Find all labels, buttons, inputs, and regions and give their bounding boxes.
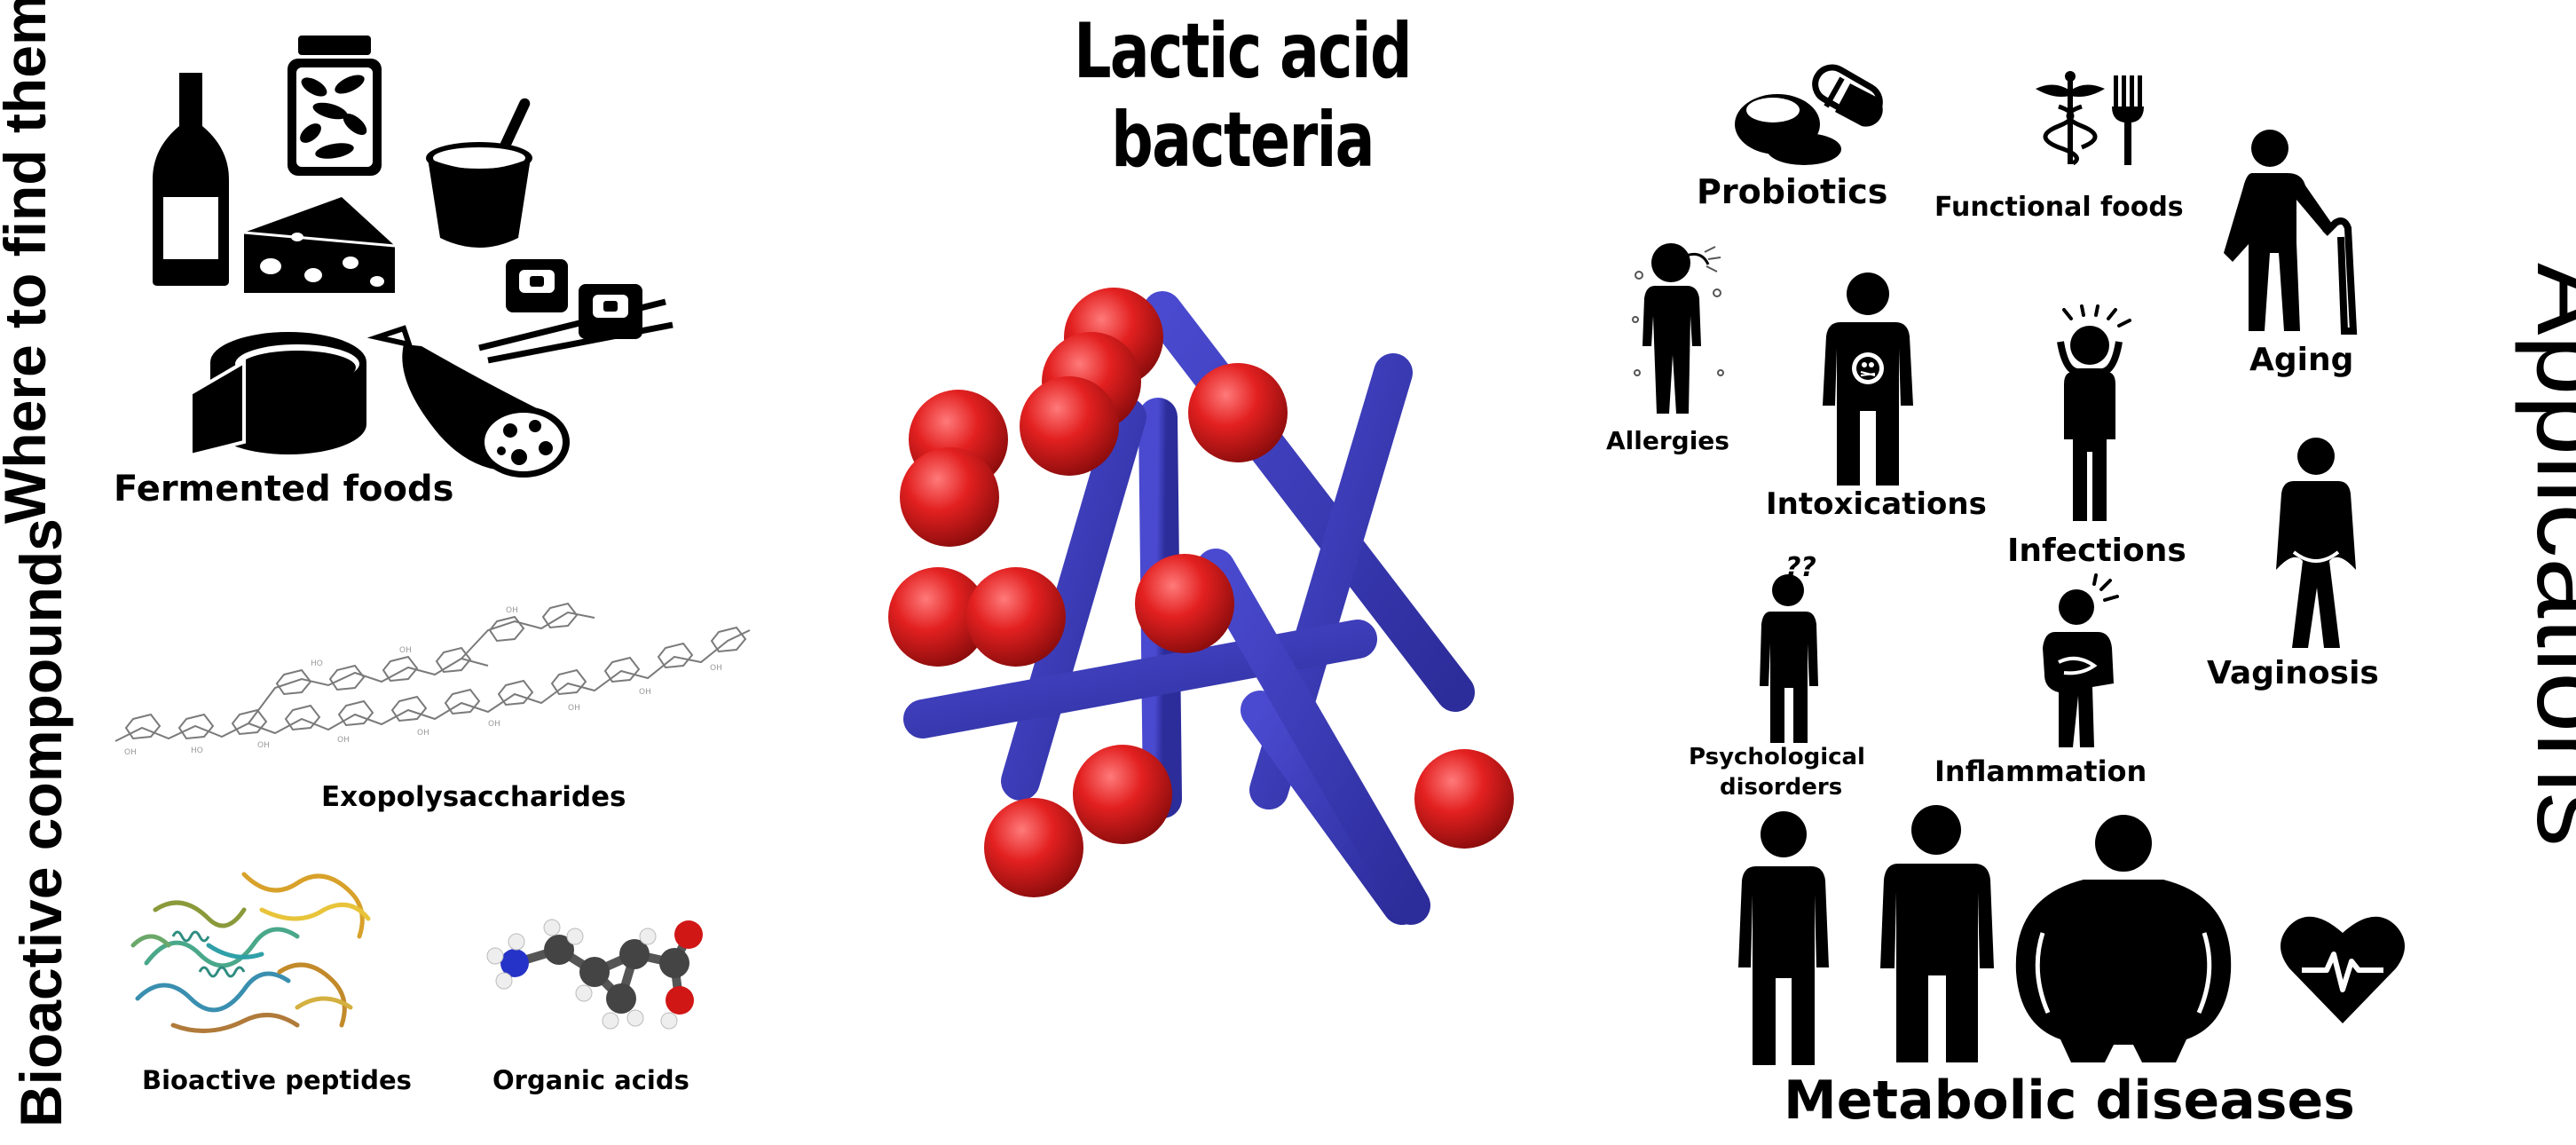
bioactive-peptide-structure-icon	[130, 872, 371, 1033]
aging-label: Aging	[2249, 342, 2354, 378]
svg-text:OH: OH	[710, 664, 722, 673]
applications-title: Applications	[2515, 263, 2576, 847]
infections-label: Infections	[2007, 533, 2186, 569]
lactic-acid-bacteria-illustration	[888, 288, 1514, 925]
coccus-bacterium	[888, 567, 988, 667]
pills-icon	[1735, 64, 1883, 165]
heart-pulse-icon	[2281, 916, 2405, 1023]
organic-acid-molecule-icon	[486, 919, 703, 1030]
infection-person-icon	[2057, 304, 2131, 521]
allergy-person-icon	[1632, 243, 1724, 414]
exopolysaccharides-label: Exopolysaccharides	[321, 781, 626, 813]
rod-bacterium	[1196, 549, 1430, 925]
svg-text:HO: HO	[191, 746, 203, 755]
elderly-person-icon	[2224, 130, 2358, 335]
functional-foods-label: Functional foods	[1934, 192, 2184, 223]
coccus-bacterium	[984, 798, 1083, 897]
coccus-bacterium	[1414, 749, 1514, 849]
coccus-bacterium	[900, 447, 999, 547]
confused-person-icon	[1760, 574, 1818, 743]
cheese-wedge-icon	[243, 197, 396, 293]
inflammation-person-icon	[2043, 573, 2119, 747]
slim-person-icon	[1738, 811, 1829, 1065]
question-marks: ??	[1785, 552, 1816, 583]
svg-text:OH: OH	[399, 646, 412, 655]
psychological-label-line1: Psychological	[1689, 744, 1865, 770]
yogurt-cup-icon	[426, 98, 532, 248]
svg-text:OH: OH	[337, 736, 350, 745]
coccus-bacterium	[966, 567, 1066, 667]
svg-text:OH: OH	[257, 741, 270, 750]
intoxications-label: Intoxications	[1766, 486, 1987, 522]
svg-text:OH: OH	[124, 748, 137, 757]
where-to-find-title: Where to find them	[0, 0, 58, 524]
coccus-bacterium	[1073, 745, 1172, 844]
rod-bacterium	[1001, 398, 1146, 801]
svg-text:OH: OH	[488, 720, 500, 729]
salami-icon	[366, 325, 570, 478]
vaginosis-person-icon	[2276, 438, 2356, 648]
svg-text:OH: OH	[506, 606, 518, 615]
cheese-wheel-icon	[189, 332, 366, 458]
sushi-icon	[478, 259, 674, 364]
probiotics-label: Probiotics	[1697, 172, 1888, 211]
obese-person-icon	[2015, 815, 2232, 1062]
cocci-bacteria	[888, 288, 1514, 897]
caduceus-fork-icon	[2036, 71, 2144, 166]
wine-bottle-icon	[153, 73, 229, 286]
intoxication-person-icon	[1823, 272, 1913, 486]
svg-text:HO: HO	[311, 659, 323, 668]
coccus-bacterium	[1188, 363, 1288, 462]
svg-text:OH: OH	[417, 729, 429, 738]
fermented-foods-label: Fermented foods	[114, 469, 454, 509]
main-title: Lactic acid bacteria	[1074, 7, 1412, 185]
organic-acids-label: Organic acids	[492, 1065, 689, 1095]
coccus-bacterium	[1135, 554, 1234, 653]
coccus-bacterium	[1020, 376, 1119, 476]
psychological-label-line2: disorders	[1720, 774, 1843, 801]
bioactive-compounds-title: Bioactive compounds	[8, 518, 74, 1127]
vaginosis-label: Vaginosis	[2207, 655, 2379, 691]
inflammation-label: Inflammation	[1934, 754, 2147, 788]
bioactive-peptides-label: Bioactive peptides	[142, 1065, 412, 1095]
medium-person-icon	[1880, 805, 1994, 1062]
exopolysaccharide-structure-icon: OH HO OH OH OH OH OH OH OH HO OH OH	[114, 602, 751, 757]
allergies-label: Allergies	[1606, 426, 1729, 455]
svg-text:OH: OH	[568, 704, 580, 713]
svg-text:OH: OH	[639, 688, 651, 697]
metabolic-diseases-label: Metabolic diseases	[1784, 1070, 2355, 1132]
pickle-jar-icon	[288, 36, 382, 176]
